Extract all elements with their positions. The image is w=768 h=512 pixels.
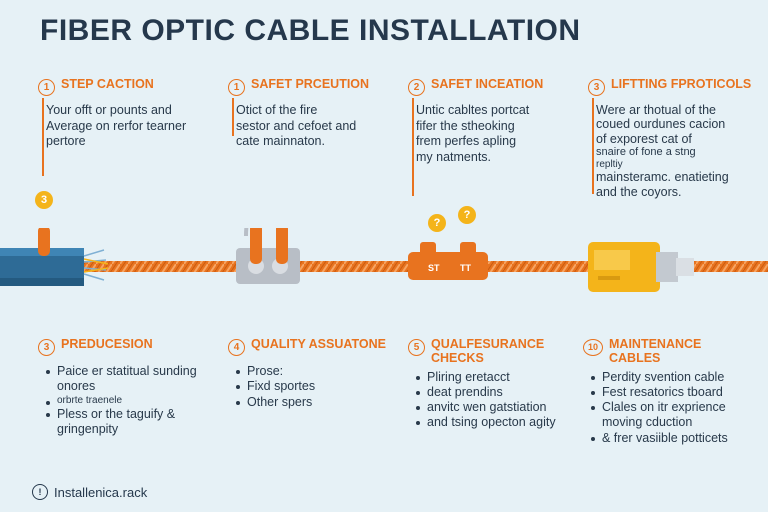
bullet-item: Other spers <box>236 395 398 410</box>
splice-fitting <box>236 228 300 284</box>
bullet-item: Clales on itr exprience moving cduction <box>591 400 763 431</box>
connector-label-right: TT <box>460 263 471 273</box>
bullet-item: orbrte traenele <box>46 395 208 407</box>
step-title: QUALFESURANCE CHECKS <box>431 337 545 365</box>
step-description: Untic cabltes portcat fifer the stheokin… <box>416 103 530 164</box>
step-number-badge: 5 <box>408 339 425 356</box>
step-connector-line <box>42 98 44 176</box>
blue-cable-end <box>0 228 109 286</box>
step-title: PREDUCESION <box>61 337 153 351</box>
bottom-step-2: 4 QUALITY ASSUATONE Prose: Fixd sportes … <box>228 337 398 410</box>
step-title: SAFET INCEATION <box>431 77 544 91</box>
question-bubble: ? <box>428 214 446 232</box>
top-step-1: 1 STEP CACTION Your offt or pounts and A… <box>38 77 208 150</box>
bottom-step-4: 10 MAINTENANCE CABLES Perdity svention c… <box>583 337 763 446</box>
step-bullets: Paice er statitual sunding onores orbrte… <box>46 364 208 437</box>
step-description: Were ar thotual of the coued ourdunes ca… <box>596 103 729 199</box>
step-connector-line <box>412 98 414 196</box>
top-step-3: 2 SAFET INCEATION Untic cabltes portcat … <box>408 77 578 166</box>
step-number-badge: 3 <box>38 339 55 356</box>
step-number-badge: 2 <box>408 79 425 96</box>
step-number-badge: 1 <box>228 79 245 96</box>
bullet-item: deat prendins <box>416 385 578 400</box>
step-bullets: Pliring eretacct deat prendins anvitc we… <box>416 370 578 431</box>
step-bullets: Perdity svention cable Fest resatorics t… <box>591 370 763 446</box>
step-title: QUALITY ASSUATONE <box>251 337 386 351</box>
page-title: FIBER OPTIC CABLE INSTALLATION <box>40 14 581 47</box>
step-description: Your offt or pounts and Average on rerfo… <box>46 103 187 149</box>
step-number-badge: 4 <box>228 339 245 356</box>
bullet-item: Pless or the taguify & gringenpity <box>46 407 208 438</box>
step-connector-line <box>232 98 234 136</box>
footer-text: Installenica.rack <box>54 484 148 500</box>
step-description: Otict of the fire sestor and cefoet and … <box>236 103 357 149</box>
bullet-item: Perdity svention cable <box>591 370 763 385</box>
step-title: STEP CACTION <box>61 77 154 91</box>
step-bullets: Prose: Fixd sportes Other spers <box>236 364 398 410</box>
step-title: SAFET PRCEUTION <box>251 77 370 91</box>
top-step-4: 3 LIFTTING FPROTICOLS Were ar thotual of… <box>588 77 763 199</box>
bullet-item: Pliring eretacct <box>416 370 578 385</box>
bullet-item: Paice er statitual sunding onores <box>46 364 208 395</box>
info-icon: ! <box>32 484 48 500</box>
question-bubble: ? <box>458 206 476 224</box>
step-number-badge: 1 <box>38 79 55 96</box>
connector-label-left: ST <box>428 263 440 273</box>
yellow-connector <box>588 242 694 292</box>
step-title: LIFTTING FPROTICOLS <box>611 77 752 91</box>
bullet-item: Fixd sportes <box>236 379 398 394</box>
orange-connector: ST TT <box>408 242 488 280</box>
bullet-item: Prose: <box>236 364 398 379</box>
bullet-item: and tsing opecton agity <box>416 415 578 430</box>
cable-diagram: ST TT <box>0 228 768 292</box>
bullet-item: Fest resatorics tboard <box>591 385 763 400</box>
bottom-step-3: 5 QUALFESURANCE CHECKS Pliring eretacct … <box>408 337 578 431</box>
step-number-badge: 10 <box>583 339 603 356</box>
top-step-2: 1 SAFET PRCEUTION Otict of the fire sest… <box>228 77 398 150</box>
bullet-item: anvitc wen gatstiation <box>416 400 578 415</box>
footer: ! Installenica.rack <box>32 484 147 500</box>
step-connector-line <box>592 98 594 194</box>
bottom-step-1: 3 PREDUCESION Paice er statitual sunding… <box>38 337 208 437</box>
marker-bubble: 3 <box>35 191 53 209</box>
step-title: MAINTENANCE CABLES <box>609 337 702 365</box>
bullet-item: & frer vasiible potticets <box>591 431 763 446</box>
step-number-badge: 3 <box>588 79 605 96</box>
